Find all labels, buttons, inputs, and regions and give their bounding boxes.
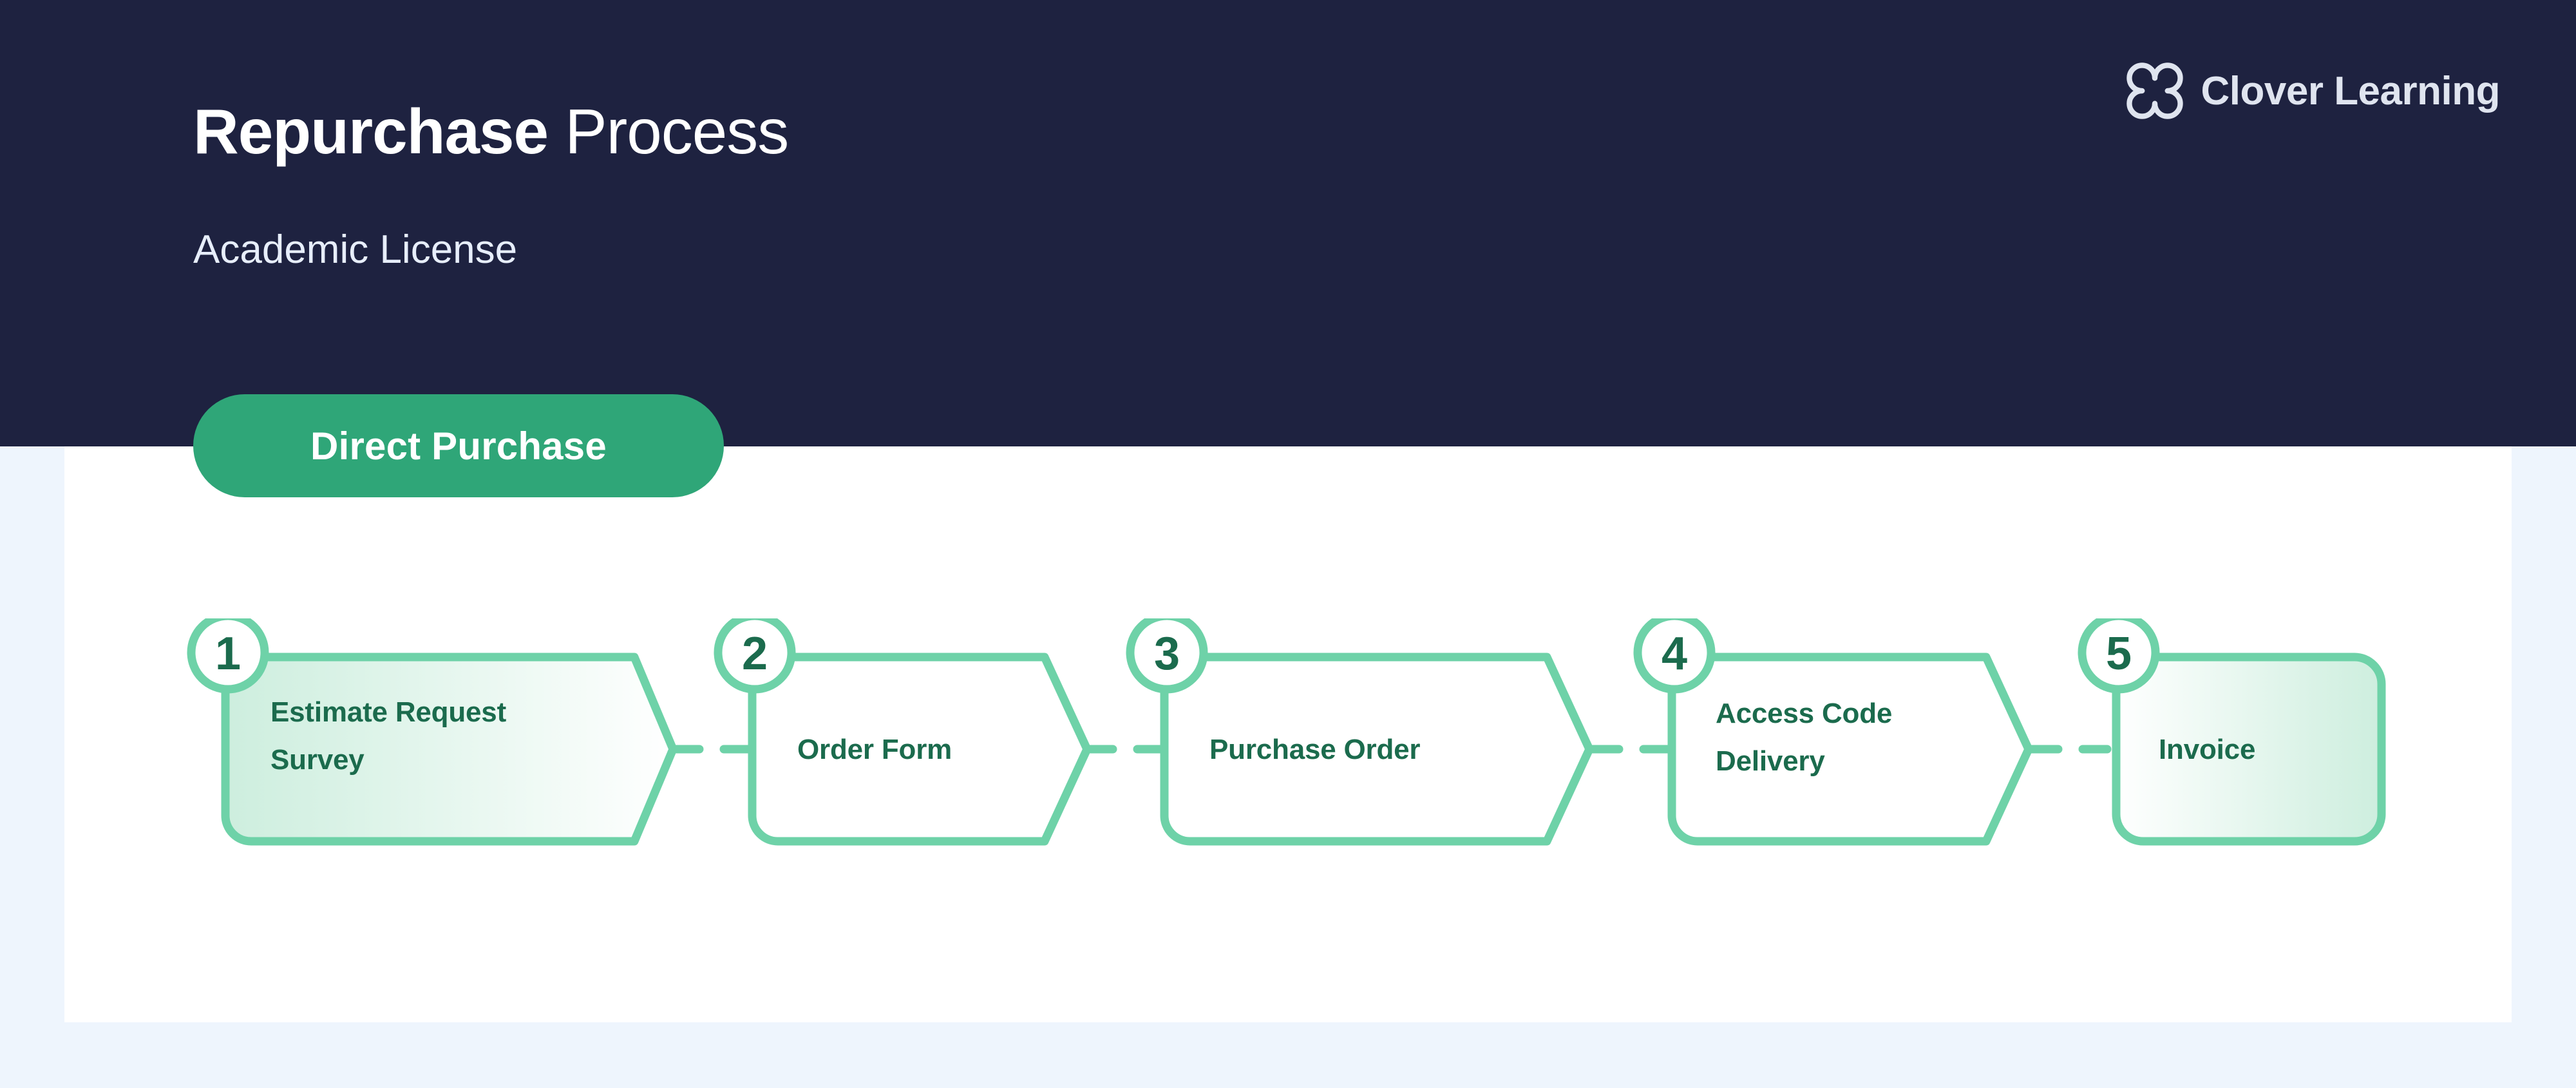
- step-3-number: 3: [1154, 628, 1180, 680]
- page-subtitle: Academic License: [193, 227, 518, 272]
- flow-step-3[interactable]: 3 Purchase Order: [1126, 618, 1594, 846]
- brand-name-label: Clover Learning: [2201, 68, 2501, 113]
- step-3-number-circle: [1126, 618, 1208, 694]
- flow-step-5[interactable]: 5 Invoice: [2078, 618, 2386, 846]
- step-4-number-circle: [1633, 618, 1716, 694]
- step-4-label-line2: Delivery: [1716, 745, 1825, 777]
- direct-purchase-label: Direct Purchase: [310, 424, 607, 468]
- flow-svg: 1 Estimate Request Survey 2 Order Form 3…: [187, 618, 2386, 846]
- clover-logo-icon: [2126, 62, 2183, 119]
- step-1-number: 1: [215, 628, 241, 680]
- header-band: [0, 0, 2576, 446]
- flow-step-4[interactable]: 4 Access Code Delivery: [1633, 618, 2033, 846]
- step-3-label-line1: Purchase Order: [1209, 734, 1420, 765]
- title-light-part: Process: [548, 96, 789, 167]
- step-4-label-line1: Access Code: [1716, 698, 1892, 729]
- step-2-label-line1: Order Form: [797, 734, 952, 765]
- step-2-number-circle: [714, 618, 796, 694]
- flow-step-2[interactable]: 2 Order Form: [714, 618, 1092, 846]
- direct-purchase-badge[interactable]: Direct Purchase: [193, 394, 724, 497]
- step-1-label-line2: Survey: [270, 744, 365, 776]
- step-5-number: 5: [2106, 628, 2132, 680]
- step-5-number-circle: [2078, 618, 2160, 694]
- step-5-label-line1: Invoice: [2159, 734, 2255, 765]
- title-strong-part: Repurchase: [193, 96, 549, 167]
- step-2-number: 2: [742, 628, 768, 680]
- step-1-number-circle: [187, 618, 269, 694]
- brand-logo: Clover Learning: [2125, 61, 2501, 120]
- page-title: Repurchase Process: [193, 100, 789, 163]
- step-5-shape: [2112, 653, 2386, 846]
- flow-step-1[interactable]: 1 Estimate Request Survey: [187, 618, 677, 846]
- step-1-label-line1: Estimate Request: [270, 696, 507, 728]
- step-4-number: 4: [1662, 628, 1687, 680]
- process-flow-diagram: 1 Estimate Request Survey 2 Order Form 3…: [0, 618, 2576, 876]
